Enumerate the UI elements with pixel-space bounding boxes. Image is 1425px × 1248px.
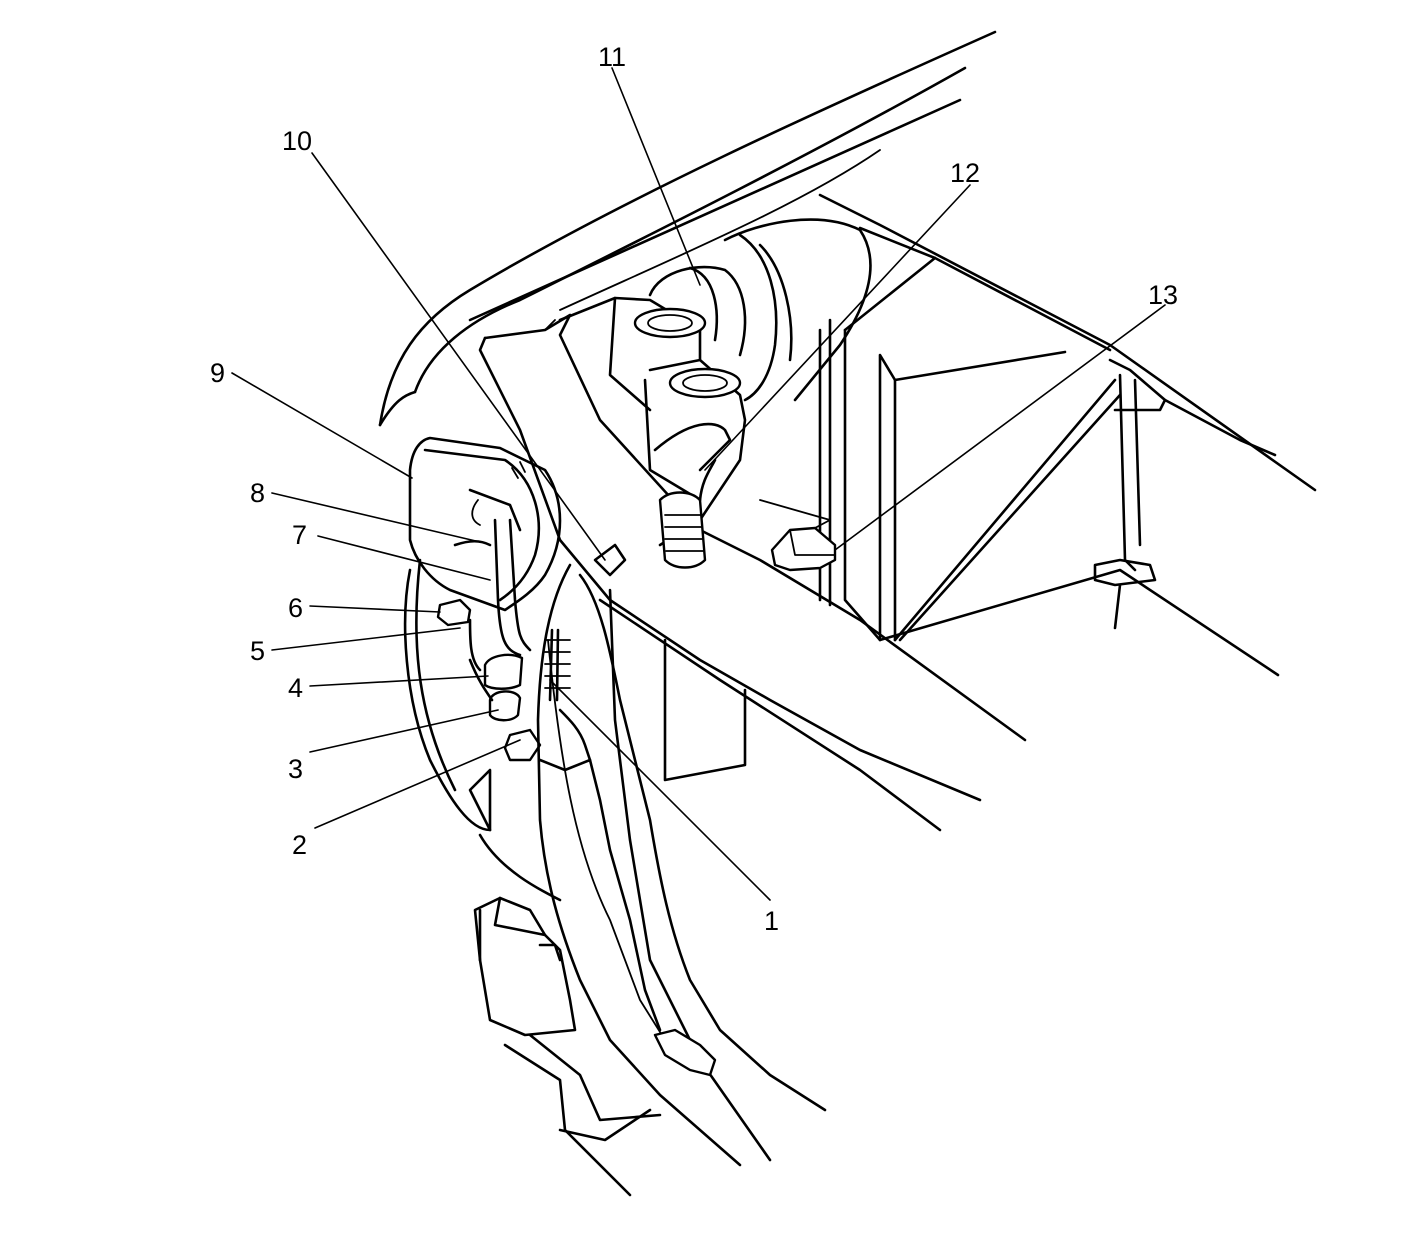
frame-rail <box>503 638 747 1197</box>
leader-10 <box>311 152 606 561</box>
leader-7 <box>317 535 491 581</box>
callout-10: 10 <box>282 126 313 156</box>
leader-6 <box>309 605 441 613</box>
callout-7: 7 <box>292 520 308 550</box>
callout-11: 11 <box>598 42 627 72</box>
lamp-socket-harness <box>436 518 542 762</box>
leader-8 <box>271 492 481 543</box>
leader-1 <box>549 679 771 901</box>
callout-4: 4 <box>288 673 304 703</box>
leader-4 <box>309 675 489 687</box>
leader-2 <box>314 739 521 829</box>
leader-12 <box>704 184 971 471</box>
leader-13 <box>834 304 1166 551</box>
relay-box <box>473 896 577 1037</box>
leader-5 <box>271 627 461 651</box>
callout-6: 6 <box>288 593 304 623</box>
washer-pump <box>658 458 717 569</box>
callout-1: 1 <box>764 906 780 936</box>
leader-9 <box>231 372 413 479</box>
leader-3 <box>309 709 499 753</box>
callout-8: 8 <box>250 478 266 508</box>
callout-5: 5 <box>250 636 266 666</box>
hood-edge <box>378 30 997 427</box>
headlamp-assembly <box>408 436 562 612</box>
callout-leaders <box>231 67 1166 901</box>
frame-rail-harness <box>536 543 827 1167</box>
leader-11 <box>611 67 701 286</box>
callout-12: 12 <box>950 158 981 188</box>
callout-13: 13 <box>1148 280 1179 310</box>
callout-2: 2 <box>292 830 308 860</box>
reservoir-tank <box>558 265 747 547</box>
callout-3: 3 <box>288 754 304 784</box>
electrical-connector <box>759 499 837 572</box>
callout-9: 9 <box>210 358 226 388</box>
fan-shroud <box>723 218 872 402</box>
